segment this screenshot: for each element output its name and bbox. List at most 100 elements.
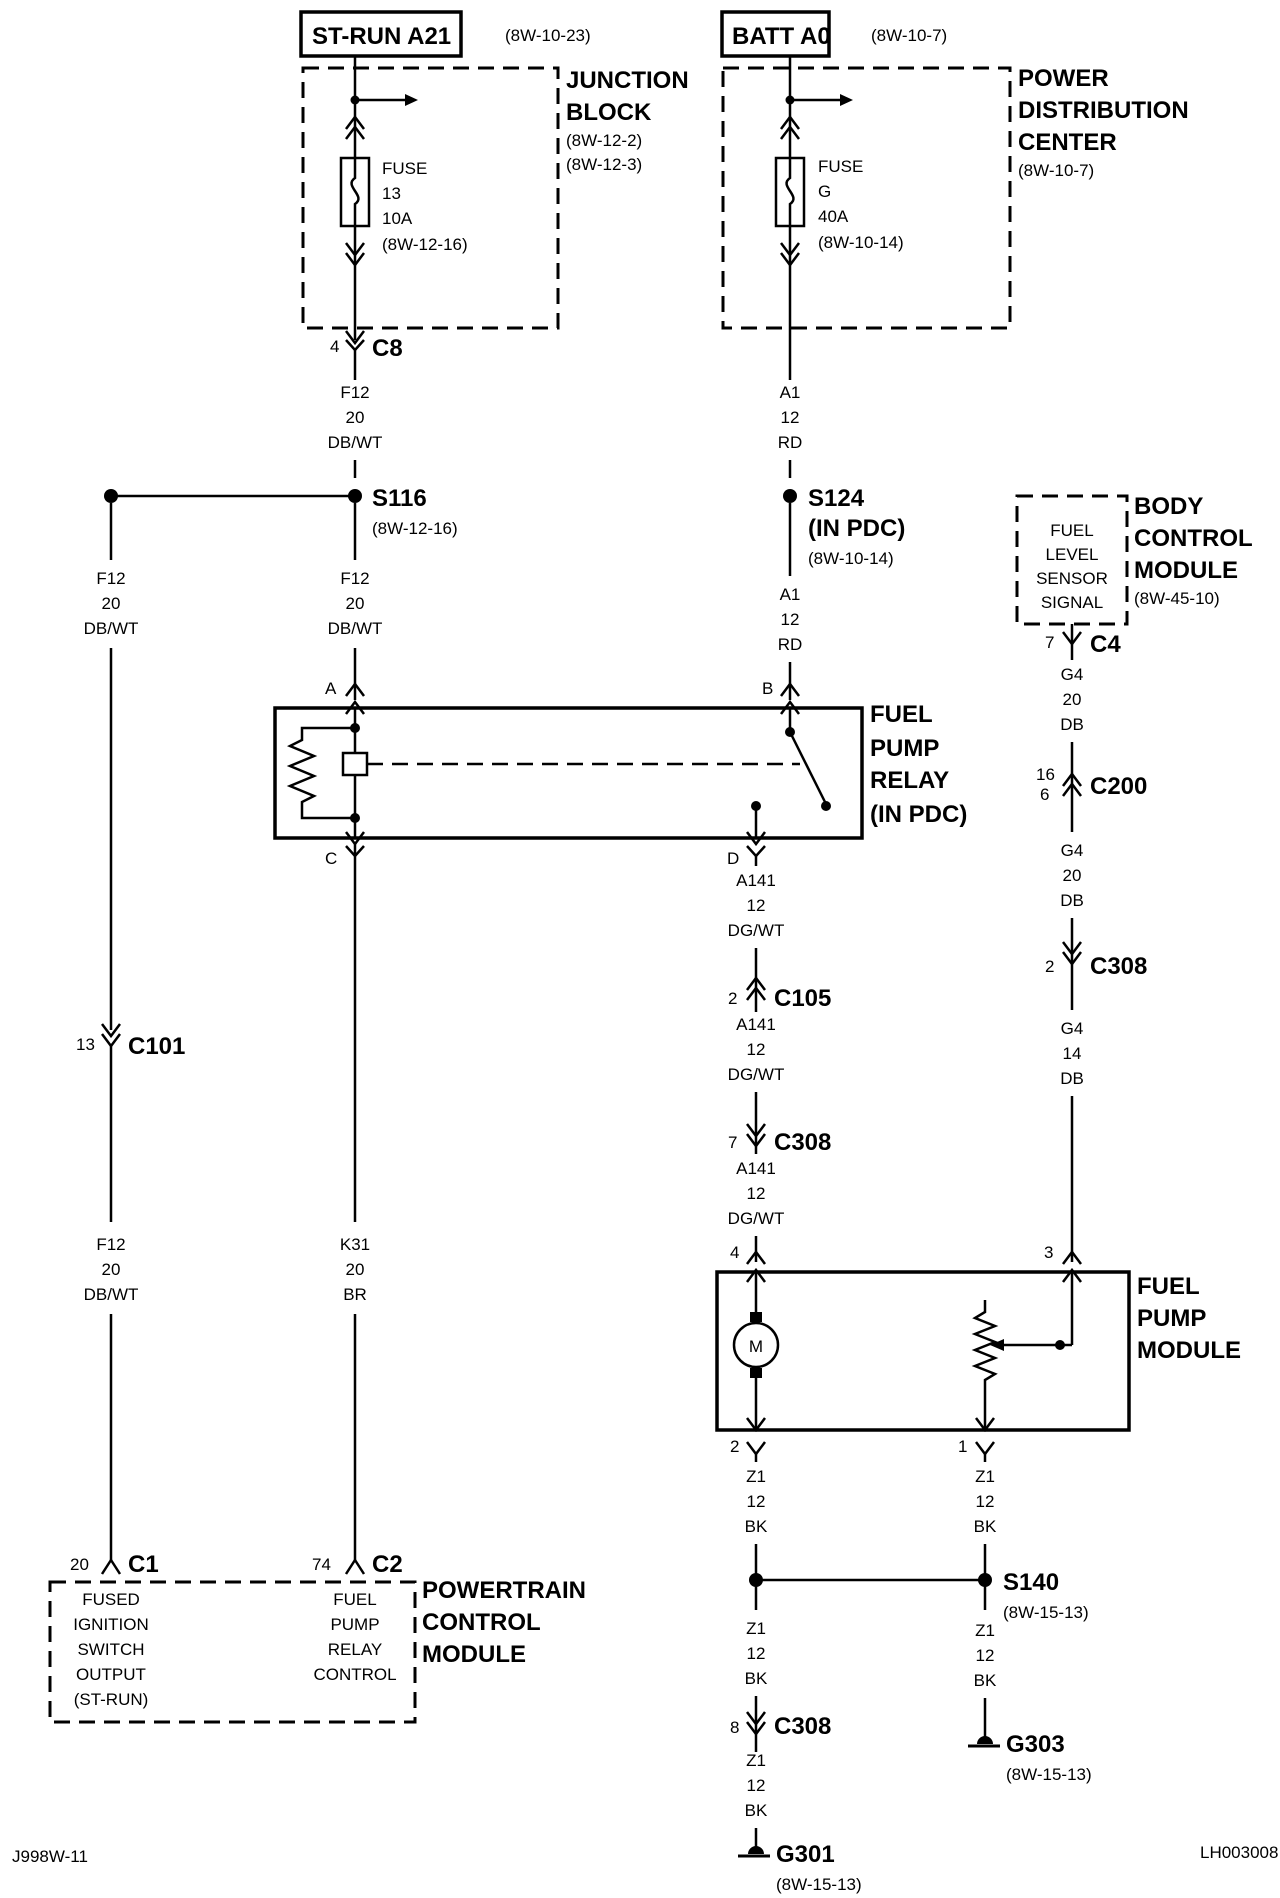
pcm-output1-line5: (ST-RUN) [74,1690,149,1709]
pump-module-title-1: FUEL [1137,1273,1200,1300]
fuel-pump-module-outline [715,1270,1131,1432]
junction-block-outline [301,66,560,330]
c105-name: C105 [774,985,831,1012]
relay-pin-b: B [762,679,773,698]
c308-z1-terminal-icon [746,1711,766,1737]
pump-pin-1-inner-icon [975,1417,995,1433]
c308-a141-terminal-icon [746,1123,766,1149]
pump-pin-4-terminal-icon [746,1249,766,1265]
c200-pin-top: 16 [1036,765,1055,784]
pcm-output1-line1: FUSED [82,1590,140,1609]
relay-pin-d-outer-icon [746,845,766,858]
fuse-g-upper-terminal-icon [780,114,800,140]
c200-name: C200 [1090,773,1147,800]
sender-wiper-arrow-icon [990,1339,1004,1351]
wire-z1-left2-3: BK [745,1669,768,1688]
g303-ground-icon [977,1736,993,1744]
s124-splice-dot [783,489,797,503]
wire-z1-left1-1: Z1 [746,1467,766,1486]
st-run-source-box [299,10,463,58]
pdc-title-3: CENTER [1018,129,1117,156]
pcm-title-3: MODULE [422,1641,526,1668]
c308-g4-terminal-icon [1062,941,1082,967]
pump-pin-4: 4 [730,1243,739,1262]
wire-a141-2-2: 12 [747,1040,766,1059]
pump-motor-brush-top [750,1312,762,1322]
wire-z1-right2-1: Z1 [975,1621,995,1640]
wire-a1-mid-1: A1 [780,585,801,604]
c2-pin: 74 [312,1555,331,1574]
pcm-output2-line1: FUEL [333,1590,376,1609]
st-run-source-label: ST-RUN A21 [312,23,451,50]
s140-name: S140 [1003,1569,1059,1596]
wire-g4-1-1: G4 [1061,665,1084,684]
relay-coil-icon [341,751,369,777]
s140-ref: (8W-15-13) [1003,1603,1089,1622]
fuse-13-line4: (8W-12-16) [382,235,468,254]
c308-z1-pin: 8 [730,1718,739,1737]
fuse-g-line3: 40A [818,207,849,226]
wire-a1-top-2: 12 [781,408,800,427]
wire-f12-mid-2: 20 [346,594,365,613]
pcm-output1-line3: SWITCH [77,1640,144,1659]
batt-branch-arrow-icon [840,94,853,106]
wire-a141-2-1: A141 [736,1015,776,1034]
footer-right-code: LH003008 [1200,1843,1278,1862]
footer-left-code: J998W-11 [12,1847,88,1866]
junction-block-title-1: JUNCTION [566,67,689,94]
junction-block-ref-2: (8W-12-3) [566,155,642,174]
c1-terminal-icon [100,1557,122,1575]
bcm-ref: (8W-45-10) [1134,589,1220,608]
relay-resistor-icon [286,726,355,820]
wire-k31-1: K31 [340,1235,370,1254]
relay-pin-d: D [727,849,739,868]
pump-pin-2: 2 [730,1437,739,1456]
c308-g4-name: C308 [1090,953,1147,980]
c8-name: C8 [372,335,403,362]
pump-pin-3-terminal-icon [1062,1249,1082,1265]
c308-a141-name: C308 [774,1129,831,1156]
pcm-output2-line2: PUMP [330,1615,379,1634]
pdc-title-1: POWER [1018,65,1109,92]
junction-block: JUNCTION BLOCK (8W-12-2) (8W-12-3) FUSE … [301,66,689,330]
pump-pin-2-inner-icon [746,1417,766,1433]
wire-k31-2: 20 [346,1260,365,1279]
relay-title-4: (IN PDC) [870,801,967,828]
c200-terminal-icon [1062,771,1082,797]
wire-z1-left2-2: 12 [747,1644,766,1663]
c308-z1-name: C308 [774,1713,831,1740]
st-run-source-ref: (8W-10-23) [505,26,591,45]
c308-g4-pin: 2 [1045,957,1054,976]
st-run-branch-arrow-icon [405,94,418,106]
wire-f12-left-1: F12 [96,569,125,588]
bcm-title-3: MODULE [1134,557,1238,584]
pump-motor-brush-bottom [750,1368,762,1378]
wire-f12-mid-1: F12 [340,569,369,588]
wire-f12-low-3: DB/WT [84,1285,139,1304]
c4-name: C4 [1090,631,1121,658]
wire-z1-left3-2: 12 [747,1776,766,1795]
wire-f12-low-1: F12 [96,1235,125,1254]
wire-g4-2-3: DB [1060,891,1084,910]
relay-title-3: RELAY [870,767,949,794]
c105-terminal-icon [746,975,766,1001]
fuse-13-upper-terminal-icon [345,114,365,140]
c101-name: C101 [128,1033,185,1060]
pcm-output2-line3: RELAY [328,1640,383,1659]
power-distribution-center: POWER DISTRIBUTION CENTER (8W-10-7) FUSE… [721,65,1189,330]
pump-pin-3: 3 [1044,1243,1053,1262]
relay-pin-c: C [325,849,337,868]
wire-a1-top-3: RD [778,433,803,452]
relay-pin-b-inner-icon [780,699,800,715]
wire-z1-right1-3: BK [974,1517,997,1536]
s116-ref: (8W-12-16) [372,519,458,538]
fuel-pump-relay-outline [273,706,864,840]
g301-ref: (8W-15-13) [776,1875,862,1894]
wire-z1-left1-2: 12 [747,1492,766,1511]
pcm-title-2: CONTROL [422,1609,541,1636]
c8-terminal-icon [345,330,365,346]
pump-pin-1: 1 [958,1437,967,1456]
powertrain-control-module: POWERTRAIN CONTROL MODULE FUSED IGNITION… [48,1577,586,1724]
c4-pin: 7 [1045,633,1054,652]
pump-motor-icon [732,1321,780,1369]
